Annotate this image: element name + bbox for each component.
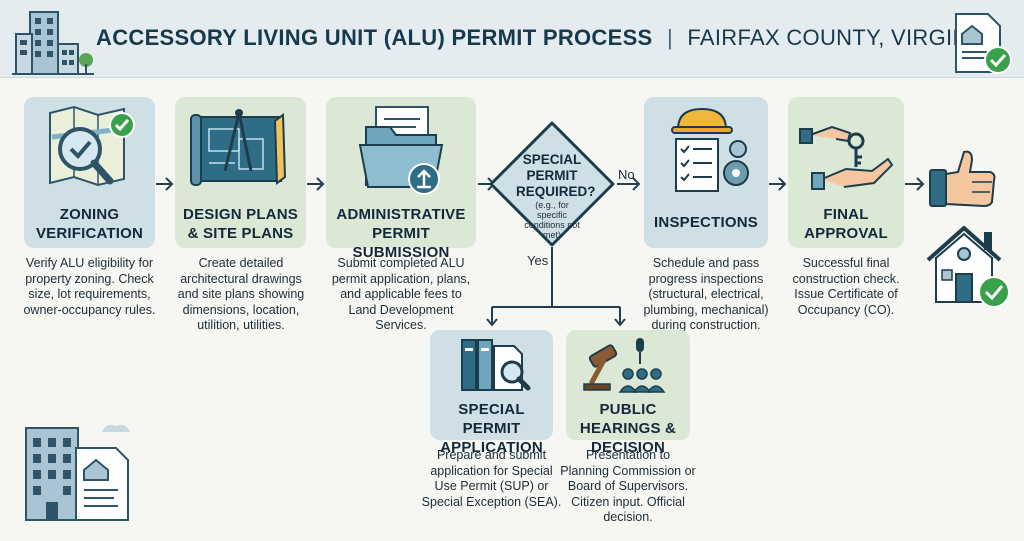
- decision-question: SPECIAL PERMIT REQUIRED?: [516, 152, 596, 199]
- title-main: ACCESSORY LIVING UNIT (ALU) PERMIT PROCE…: [96, 25, 653, 50]
- decision-diamond: SPECIAL PERMIT REQUIRED? (e.g., for spec…: [488, 120, 616, 248]
- flow-arrow: [155, 177, 175, 191]
- step-label: ADMINISTRATIVE PERMIT SUBMISSION: [336, 206, 466, 261]
- document-check-icon: [950, 10, 1016, 76]
- step-description: Schedule and pass progress inspections (…: [643, 256, 769, 332]
- step-zoning-verification: ZONING VERIFICATION: [24, 97, 155, 248]
- step-description: Presentation to Planning Commission or B…: [560, 448, 696, 524]
- key-handover-icon: [792, 97, 900, 205]
- folder-upload-icon: [330, 97, 472, 205]
- step-administrative-permit-submission: ADMINISTRATIVE PERMIT SUBMISSION: [326, 97, 476, 261]
- flow-arrow: [904, 177, 926, 191]
- step-label: DESIGN PLANS & SITE PLANS: [183, 206, 298, 242]
- decision-note: (e.g., for specific conditions not met): [524, 200, 580, 240]
- header: ACCESSORY LIVING UNIT (ALU) PERMIT PROCE…: [0, 0, 1024, 78]
- step-description: Successful final construction check. Iss…: [792, 256, 900, 317]
- step-inspections: INSPECTIONS: [644, 97, 768, 248]
- step-special-permit-application: SPECIAL PERMIT APPLICATION: [430, 330, 553, 456]
- yes-label: Yes: [527, 253, 549, 268]
- step-description: Verify ALU eligibility for property zoni…: [23, 256, 156, 317]
- step-label: PUBLIC HEARINGS & DECISION: [579, 401, 677, 456]
- step-description: Submit completed ALU permit application,…: [331, 256, 471, 332]
- flow-arrow: [306, 177, 326, 191]
- step-label: SPECIAL PERMIT APPLICATION: [440, 401, 543, 456]
- page-title: ACCESSORY LIVING UNIT (ALU) PERMIT PROCE…: [96, 25, 990, 51]
- step-public-hearings-decision: PUBLIC HEARINGS & DECISION: [566, 330, 690, 456]
- step-description: Create detailed architectural drawings a…: [177, 256, 305, 332]
- step-design-plans: DESIGN PLANS & SITE PLANS: [175, 97, 306, 248]
- no-label: No: [618, 167, 635, 182]
- inspection-icon: [648, 97, 764, 205]
- title-subtitle: FAIRFAX COUNTY, VIRGINIA: [687, 25, 991, 50]
- thumbs-up-icon: [928, 146, 1000, 210]
- title-separator: |: [666, 25, 673, 50]
- gavel-audience-icon: [570, 330, 686, 400]
- step-description: Prepare and submit application for Speci…: [421, 448, 562, 509]
- map-search-icon: [28, 97, 151, 205]
- house-check-icon: [916, 220, 1016, 312]
- step-label: ZONING VERIFICATION: [35, 206, 144, 242]
- step-label: INSPECTIONS: [654, 214, 758, 231]
- books-search-icon: [434, 330, 549, 400]
- step-final-approval: FINAL APPROVAL: [788, 97, 904, 248]
- branch-connector: [480, 247, 640, 329]
- flow-arrow-no: [616, 177, 642, 191]
- flow-arrow: [768, 177, 788, 191]
- office-building-icon: [18, 418, 142, 522]
- step-label: FINAL APPROVAL: [804, 206, 888, 242]
- buildings-icon: [12, 8, 94, 76]
- blueprint-icon: [179, 97, 302, 205]
